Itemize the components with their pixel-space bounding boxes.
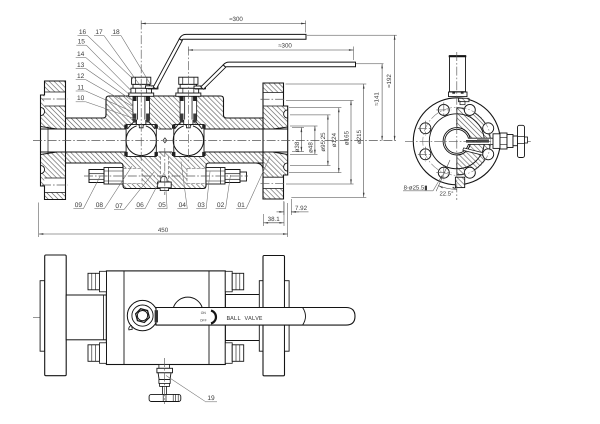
svg-text:22.5°: 22.5° [439,191,454,198]
svg-text:02: 02 [217,202,225,209]
svg-text:BALL VALVE: BALL VALVE [226,315,262,322]
svg-text:ø165: ø165 [344,130,351,145]
svg-text:14: 14 [77,51,85,58]
svg-text:ø215: ø215 [356,129,363,144]
svg-text:ON: ON [201,311,207,315]
svg-text:06: 06 [136,202,144,209]
svg-text:8-ø25.5▮: 8-ø25.5▮ [404,184,428,191]
svg-text:10: 10 [77,95,85,102]
svg-text:01: 01 [238,202,246,209]
svg-text:07: 07 [115,203,123,210]
svg-text:ø38: ø38 [294,141,301,152]
svg-text:08: 08 [96,202,104,209]
svg-text:38.1: 38.1 [268,216,281,223]
svg-text:09: 09 [75,202,83,209]
svg-text:OFF: OFF [200,319,207,323]
svg-text:≈192: ≈192 [386,74,393,88]
svg-text:ø48: ø48 [308,142,315,153]
svg-text:450: 450 [158,227,169,234]
svg-text:≈141: ≈141 [373,92,380,106]
svg-text:ø124: ø124 [331,132,338,147]
svg-text:ø95.25: ø95.25 [320,132,327,152]
svg-text:05: 05 [158,202,166,209]
svg-text:16: 16 [79,29,87,36]
svg-text:18: 18 [112,29,120,36]
svg-text:13: 13 [77,62,85,69]
svg-text:≈300: ≈300 [229,16,243,23]
svg-text:11: 11 [77,84,84,91]
svg-text:04: 04 [179,202,187,209]
svg-text:19: 19 [207,395,215,402]
svg-text:15: 15 [78,39,86,46]
svg-text:7.92: 7.92 [295,205,308,212]
svg-text:17: 17 [95,29,103,36]
svg-text:12: 12 [77,73,85,80]
svg-text:03: 03 [198,202,206,209]
svg-text:≈300: ≈300 [278,43,292,50]
